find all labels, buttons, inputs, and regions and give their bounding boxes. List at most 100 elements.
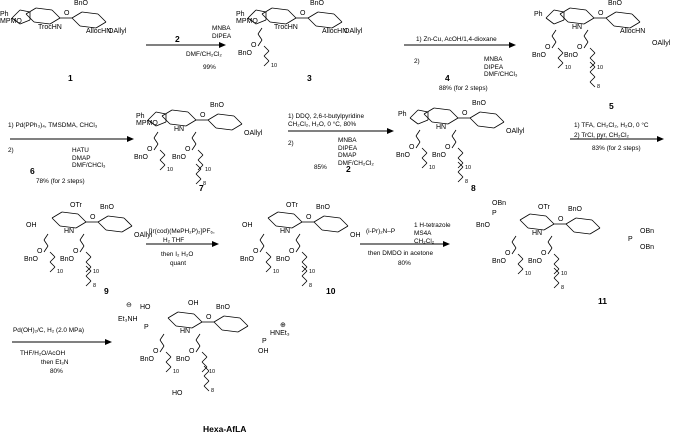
bond bbox=[51, 211, 63, 219]
atom-label-sub8: 8 bbox=[309, 283, 313, 289]
atom-label-bno: BnO bbox=[472, 100, 487, 107]
atom-label-sub10: 10 bbox=[525, 271, 532, 277]
step1-solvent: DMF/CH₂Cl₂ bbox=[186, 51, 222, 58]
compound-label-3: 3 bbox=[307, 73, 312, 83]
bond bbox=[449, 109, 459, 119]
atom-label-ph: Ph bbox=[236, 11, 245, 18]
bond bbox=[557, 52, 564, 59]
bond bbox=[155, 121, 167, 127]
atom-label-bno: BnO bbox=[476, 222, 491, 229]
bond bbox=[583, 35, 589, 43]
bond bbox=[165, 366, 172, 373]
atom-label-sub8: 8 bbox=[211, 388, 215, 394]
bond bbox=[187, 111, 197, 121]
bond bbox=[545, 9, 555, 19]
atom-label-hn: HN bbox=[174, 126, 185, 133]
bond bbox=[547, 247, 553, 255]
bond bbox=[547, 241, 553, 249]
bond bbox=[551, 41, 557, 49]
bond bbox=[337, 225, 349, 233]
step6-workup: then I₂ H₂O bbox=[161, 251, 194, 258]
atom-label-o: O bbox=[445, 144, 451, 151]
bond bbox=[317, 11, 335, 15]
step6-reagent-1: [Ir(cod)(MePH₂P)₂]PF₆, bbox=[149, 228, 215, 235]
step6-reagent-2: H₂ THF bbox=[163, 237, 185, 244]
bond bbox=[557, 57, 564, 64]
bond bbox=[589, 61, 596, 68]
bond bbox=[583, 41, 589, 49]
step3-number: 2) bbox=[8, 147, 14, 154]
bond bbox=[451, 135, 457, 143]
bond bbox=[259, 245, 265, 253]
bond bbox=[559, 7, 571, 15]
bond bbox=[159, 149, 166, 156]
atom-label-sub10: 10 bbox=[565, 65, 572, 71]
atom-label-hn: HN bbox=[532, 230, 543, 237]
bond bbox=[191, 131, 197, 139]
bond bbox=[71, 11, 83, 19]
atom-label-sub8: 8 bbox=[465, 179, 469, 185]
bond bbox=[493, 121, 505, 129]
bond bbox=[557, 47, 564, 54]
bond bbox=[457, 162, 464, 169]
bond bbox=[49, 266, 56, 273]
bond bbox=[255, 19, 267, 25]
bond bbox=[159, 333, 165, 341]
compound-label-1: 1 bbox=[68, 73, 73, 83]
bond bbox=[217, 113, 235, 117]
bond bbox=[197, 154, 204, 161]
atom-label-hn: HN bbox=[180, 328, 191, 335]
bond bbox=[417, 109, 429, 113]
atom-label-minus: ⊖ bbox=[126, 302, 132, 309]
bond bbox=[479, 111, 497, 115]
atom-label-allochn: AllocHN bbox=[620, 28, 646, 35]
arrow-head-step4 bbox=[387, 128, 394, 134]
bond bbox=[269, 21, 287, 25]
atom-label-o: O bbox=[577, 44, 583, 51]
bond bbox=[409, 117, 419, 125]
bond bbox=[421, 147, 428, 154]
atom-label-bno: BnO bbox=[24, 256, 39, 263]
bond bbox=[629, 21, 641, 29]
atom-label-p: P bbox=[492, 210, 497, 217]
bond bbox=[415, 129, 421, 137]
bond bbox=[85, 270, 92, 277]
atom-label-sub8: 8 bbox=[203, 181, 207, 187]
atom-label-o: O bbox=[90, 214, 96, 221]
step4-reagent-1: 1) DDQ, 2,6-t-butylpyridine bbox=[288, 113, 365, 120]
bond bbox=[423, 107, 435, 115]
bond bbox=[553, 277, 560, 284]
bond bbox=[547, 235, 553, 243]
step3-reagent-1: 1) Pd(PPh₃)₄, TMSDMA, CHCl₃ bbox=[8, 122, 98, 129]
bond bbox=[263, 55, 270, 62]
step4-reagent-2: CH₂Cl₂, H₂O, 0 °C, 80% bbox=[288, 120, 357, 128]
atom-label-o: O bbox=[545, 44, 551, 51]
bond bbox=[589, 52, 596, 59]
atom-label-allochn: AllocHN bbox=[322, 28, 348, 35]
atom-label-bno: BnO bbox=[210, 102, 225, 109]
step5-reagent-2: 2) TrCl, pyr, CH₂Cl₂ bbox=[574, 132, 630, 139]
atom-label-p: P bbox=[262, 338, 267, 345]
bond bbox=[191, 321, 203, 329]
atom-label-ho: HO bbox=[172, 390, 183, 397]
bond bbox=[263, 60, 270, 67]
bond bbox=[207, 119, 217, 129]
bond bbox=[85, 265, 92, 272]
atom-label-bno: BnO bbox=[492, 258, 507, 265]
atom-label-bno: BnO bbox=[316, 204, 331, 211]
step8-yield: 80% bbox=[50, 368, 63, 375]
atom-label-hn: HN bbox=[280, 228, 291, 235]
bond bbox=[301, 265, 308, 272]
bond bbox=[147, 111, 157, 121]
step4-above: 1) DDQ, 2,6-t-butylpyridine CH₂Cl₂, H₂O,… bbox=[288, 113, 364, 128]
atom-label-oallyl: OAllyl bbox=[244, 130, 263, 137]
bond bbox=[259, 233, 265, 241]
atom-label-bno: BnO bbox=[216, 304, 231, 311]
atom-label-sub10: 10 bbox=[93, 269, 100, 275]
step3-extra: HATU DMAP DMF/CHCl₃ bbox=[72, 147, 106, 170]
bond bbox=[159, 159, 166, 166]
atom-label-o: O bbox=[37, 248, 43, 255]
atom-label-sub10: 10 bbox=[57, 269, 64, 275]
atom-label-o: O bbox=[300, 10, 306, 17]
atom-label-oallyl: OAllyl bbox=[506, 128, 525, 135]
